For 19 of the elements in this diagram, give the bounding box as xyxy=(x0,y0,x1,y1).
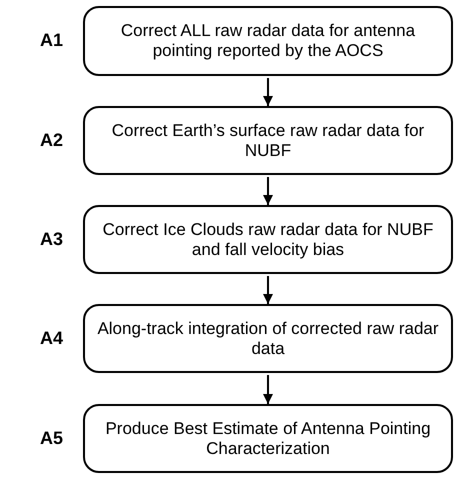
process-box xyxy=(83,106,453,175)
process-box xyxy=(83,205,453,274)
step-label: A2 xyxy=(40,130,64,150)
step-label: A3 xyxy=(40,228,64,250)
step-text: Produce Best Estimate of Antenna Pointing Characterization xyxy=(104,418,432,458)
arrow xyxy=(263,177,273,205)
step-label: A5 xyxy=(40,428,64,448)
step-label: A4 xyxy=(40,328,64,348)
step-label: A1 xyxy=(40,30,64,51)
process-box xyxy=(83,6,453,76)
process-box xyxy=(83,304,453,373)
arrow xyxy=(263,276,273,304)
arrow xyxy=(263,375,273,404)
process-box xyxy=(83,404,453,473)
step-text: Correct Earth’s surface raw radar data for NUBF xyxy=(110,120,426,160)
step-text: Correct ALL raw radar data for antenna pointing reported by the AOCS xyxy=(120,21,416,61)
step-text: Along-track integration of corrected raw radar data xyxy=(96,318,440,358)
step-text: Correct Ice Clouds raw radar data for NUBF and fall velocity bias xyxy=(102,220,434,260)
arrow xyxy=(263,78,273,106)
